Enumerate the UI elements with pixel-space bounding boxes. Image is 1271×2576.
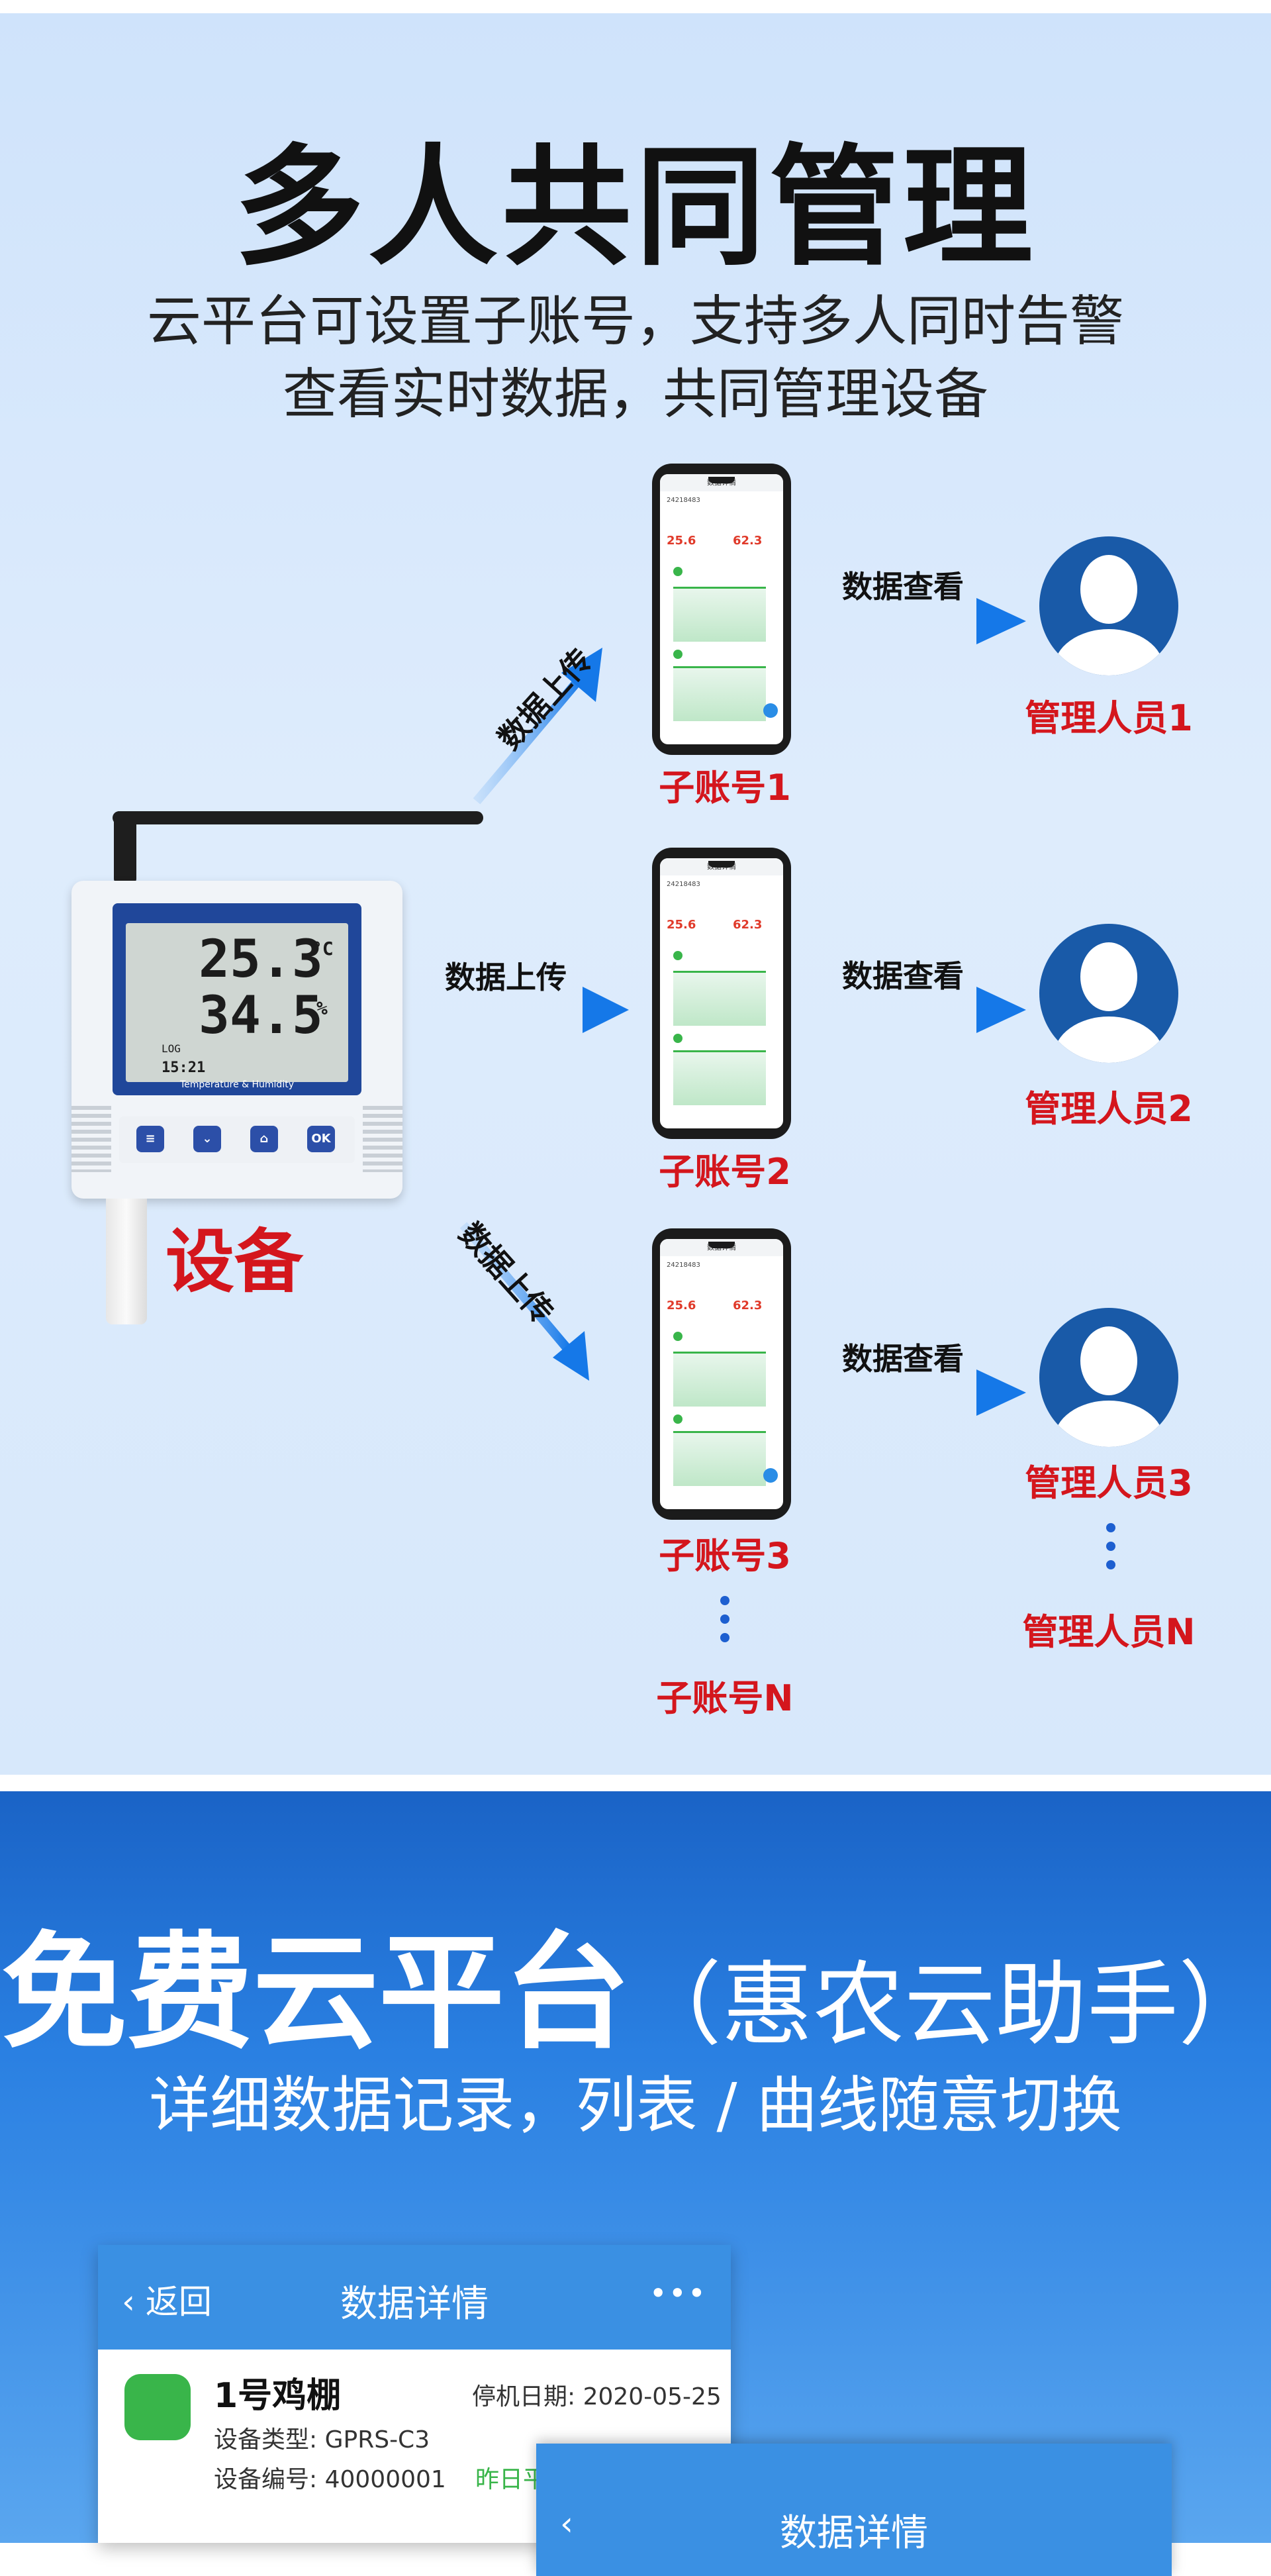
phone-device-id: 24218483: [667, 881, 700, 888]
view-label-3: 数据查看: [842, 1341, 964, 1377]
phone-subaccount-2: 数据详情 24218483 25.6 62.3: [652, 848, 791, 1139]
manager-avatar-icon: [1039, 1308, 1178, 1447]
device-icon: [124, 2374, 191, 2440]
yesterday-label: 昨日平: [475, 2466, 547, 2493]
manager-label-1: 管理人员1: [1025, 697, 1193, 739]
lcd-log: LOG: [162, 1042, 181, 1055]
cloud-title: 免费云平台（惠农云助手）: [0, 1891, 1271, 2073]
stop-date-row: 停机日期: 2020-05-25: [472, 2383, 722, 2410]
view-arrow-3: [827, 1369, 1026, 1416]
device-label: 设备: [165, 1221, 304, 1302]
upload-label-2: 数据上传: [445, 960, 567, 995]
phone-subaccount-1: 数据详情 24218483 25.6 62.3: [652, 464, 791, 755]
device-keypad: ≡ ⌄ ⌂ OK: [119, 1116, 355, 1163]
cloud-title-paren: （惠农云助手）: [630, 1952, 1270, 2058]
manager-label-3: 管理人员3: [1025, 1462, 1193, 1504]
manager-label-2: 管理人员2: [1025, 1088, 1193, 1130]
device-no-row: 设备编号: 40000001: [214, 2466, 446, 2493]
vent-right: [363, 1106, 402, 1172]
manager-label-n: 管理人员N: [1022, 1611, 1196, 1653]
phone-temp: 25.6: [667, 534, 696, 548]
lcd-temp: 25.3: [199, 930, 323, 989]
down-key-icon: ⌄: [193, 1126, 221, 1152]
phone-device-id: 24218483: [667, 1262, 700, 1269]
farm-name: 1号鸡棚: [214, 2376, 342, 2416]
manager-avatar-icon: [1039, 924, 1178, 1063]
device-caption: Temperature & Humidity: [180, 1079, 294, 1090]
device-type-row: 设备类型: GPRS-C3: [214, 2426, 430, 2453]
subaccount-label-3: 子账号3: [659, 1535, 791, 1577]
section-subtitle-line2: 查看实时数据，共同管理设备: [282, 363, 988, 426]
data-detail-card-2: ‹ 数据详情: [536, 2444, 1172, 2576]
lcd-time: 15:21: [162, 1060, 206, 1076]
phone-fab-icon: [763, 703, 778, 718]
phone-hum: 62.3: [733, 1299, 763, 1313]
manager-avatar-icon: [1039, 536, 1178, 675]
view-label-2: 数据查看: [842, 958, 964, 994]
phone-subaccount-3: 数据详情 24218483 25.6 62.3: [652, 1228, 791, 1520]
phone-device-id: 24218483: [667, 497, 700, 504]
upload-arrow-1: [473, 648, 602, 805]
subaccount-more-dots: [718, 1596, 731, 1652]
cloud-title-main: 免费云平台: [1, 1920, 630, 2066]
ok-key: OK: [307, 1126, 335, 1152]
section-title: 多人共同管理: [234, 132, 1037, 283]
antenna-post: [114, 811, 136, 884]
lcd-glass: 25.3 °C 34.5 % LOG 15:21: [126, 923, 348, 1082]
temperature-probe: [106, 1199, 147, 1324]
more-icon[interactable]: •••: [649, 2275, 707, 2311]
cloud-subtitle: 详细数据记录，列表 / 曲线随意切换: [149, 2070, 1122, 2141]
card2-title: 数据详情: [780, 2512, 928, 2555]
back-button[interactable]: ‹ 返回: [122, 2283, 212, 2321]
section-multi-user: 多人共同管理 云平台可设置子账号，支持多人同时告警 查看实时数据，共同管理设备: [0, 13, 1271, 1775]
back-chevron-icon[interactable]: ‹: [560, 2504, 573, 2543]
device-lcd: 25.3 °C 34.5 % LOG 15:21: [113, 903, 361, 1095]
phone-hum: 62.3: [733, 534, 763, 548]
section-subtitle-line1: 云平台可设置子账号，支持多人同时告警: [146, 290, 1124, 353]
antenna: [113, 811, 483, 824]
upload-arrow-2: [440, 987, 629, 1033]
lcd-hum: 34.5: [199, 986, 323, 1046]
flow-arrows: [440, 598, 1026, 1416]
subaccount-label-2: 子账号2: [659, 1151, 791, 1193]
menu-key-icon: ≡: [136, 1126, 164, 1152]
home-key-icon: ⌂: [250, 1126, 278, 1152]
view-label-1: 数据查看: [842, 569, 964, 605]
card-header: ‹ 返回 数据详情 •••: [98, 2245, 731, 2350]
view-arrow-1: [827, 598, 1026, 644]
phone-hum: 62.3: [733, 918, 763, 932]
subaccount-label-n: 子账号N: [656, 1677, 794, 1719]
phone-temp: 25.6: [667, 918, 696, 932]
view-arrow-2: [827, 987, 1026, 1033]
vent-left: [71, 1106, 111, 1172]
phone-temp: 25.6: [667, 1299, 696, 1313]
upload-arrow-3: [459, 1222, 589, 1381]
lcd-temp-unit: °C: [311, 938, 334, 960]
lcd-hum-unit: %: [316, 997, 328, 1019]
subaccount-label-1: 子账号1: [659, 767, 791, 809]
manager-more-dots: [1104, 1523, 1117, 1579]
card-title: 数据详情: [340, 2283, 489, 2326]
phone-fab-icon: [763, 1468, 778, 1483]
sensor-device: 25.3 °C 34.5 % LOG 15:21 Temperature & H…: [71, 881, 402, 1199]
